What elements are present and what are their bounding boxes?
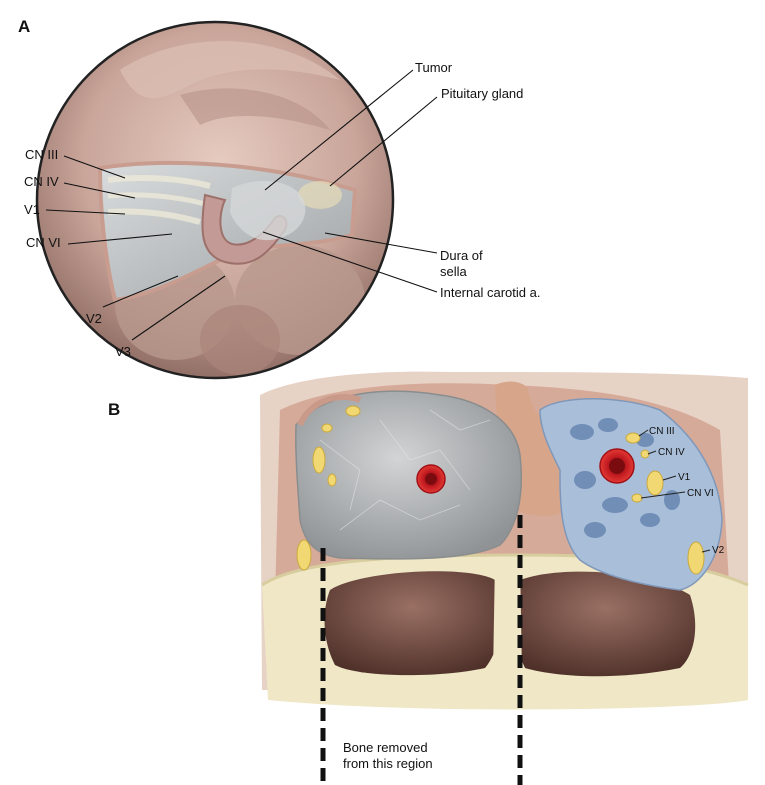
- annotation-bone-removed: Bone removed: [343, 740, 428, 755]
- label-cn-iv: CN IV: [24, 174, 59, 189]
- coronal-section: [260, 371, 749, 710]
- label-v1: V1: [24, 202, 40, 217]
- annotation-from-region: from this region: [343, 756, 433, 771]
- label-tumor: Tumor: [415, 60, 453, 75]
- label-cn-vi: CN VI: [26, 235, 61, 250]
- label-sella: sella: [440, 264, 468, 279]
- b-label-v2: V2: [712, 545, 725, 556]
- carotid-arteries: [416, 448, 635, 494]
- panel-a-label: A: [18, 17, 30, 36]
- panel-a-leaders: [45, 69, 438, 341]
- label-v2: V2: [86, 311, 102, 326]
- panel-b-label: B: [108, 400, 120, 419]
- endoscopic-view: [37, 22, 393, 378]
- bone-removal-boundaries: [320, 515, 523, 785]
- endoscope-circle: [35, 20, 395, 380]
- b-label-cn-vi: CN VI: [687, 488, 714, 499]
- label-v3: V3: [115, 344, 131, 359]
- label-pituitary-gland: Pituitary gland: [441, 86, 523, 101]
- label-dura-of: Dura of: [440, 248, 483, 263]
- b-label-cn-iii: CN III: [649, 426, 675, 437]
- nerves: [296, 405, 705, 575]
- label-cn-iii: CN III: [25, 147, 58, 162]
- b-label-cn-iv: CN IV: [658, 447, 685, 458]
- panel-b-leaders: [638, 429, 711, 553]
- b-label-v1: V1: [678, 472, 691, 483]
- label-internal-carotid: Internal carotid a.: [440, 285, 540, 300]
